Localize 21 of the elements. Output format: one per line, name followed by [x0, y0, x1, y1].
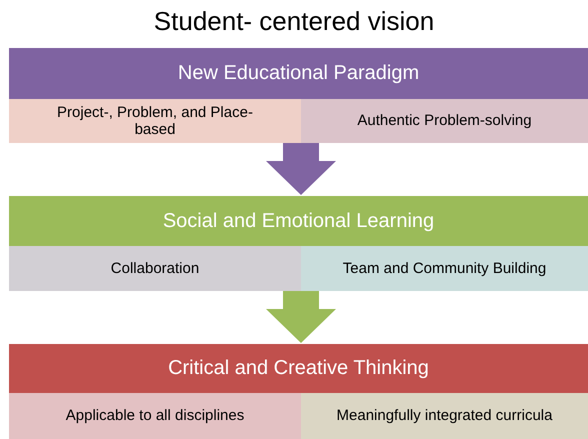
header-text: New Educational Paradigm — [178, 62, 420, 85]
block-arrow — [266, 143, 336, 195]
category-text: Project-, Problem, and Place-based — [56, 104, 254, 138]
category-text: Meaningfully integrated curricula — [336, 407, 552, 425]
category-box — [301, 99, 588, 143]
header-bar — [9, 48, 588, 99]
category-box — [301, 393, 588, 439]
category-box — [9, 99, 301, 143]
header-bar — [9, 196, 588, 246]
block-arrow — [266, 291, 336, 343]
category-box — [9, 393, 301, 439]
category-text: Applicable to all disciplines — [66, 407, 244, 425]
category-text: Collaboration — [110, 260, 200, 278]
category-text: Authentic Problem-solving — [357, 112, 532, 130]
category-box — [301, 246, 588, 291]
header-text: Social and Emotional Learning — [162, 210, 434, 232]
header-bar — [9, 344, 588, 393]
title: Student- centered vision — [152, 6, 436, 37]
category-text: Team and Community Building — [342, 260, 546, 278]
header-text: Critical and Creative Thinking — [168, 357, 429, 380]
category-box — [9, 246, 301, 291]
